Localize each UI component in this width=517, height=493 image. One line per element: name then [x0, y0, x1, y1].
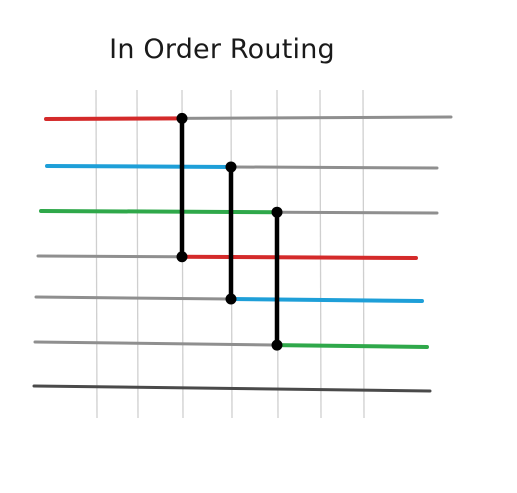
grid-line-7	[362, 89, 365, 419]
connector-layer	[176, 112, 283, 351]
red-route-out	[180, 254, 418, 260]
green-route-in	[39, 209, 279, 215]
green-route-dot-top	[271, 206, 283, 218]
track-7	[32, 384, 432, 393]
green-route-out	[275, 343, 429, 349]
blue-route-out	[229, 297, 424, 303]
grid-line-1	[95, 89, 98, 419]
diagram-title: In Order Routing	[109, 34, 335, 65]
red-route-dot-top	[176, 112, 188, 124]
grid-line-2	[136, 89, 139, 419]
green-route-dot-bottom	[271, 339, 283, 351]
route-layer	[39, 116, 429, 349]
red-route-in	[44, 116, 184, 121]
blue-route-dot-top	[225, 161, 237, 173]
grid-line-6	[319, 89, 322, 419]
blue-route-in	[45, 164, 233, 169]
blue-route-dot-bottom	[225, 293, 237, 305]
red-route-dot-bottom	[176, 251, 188, 263]
